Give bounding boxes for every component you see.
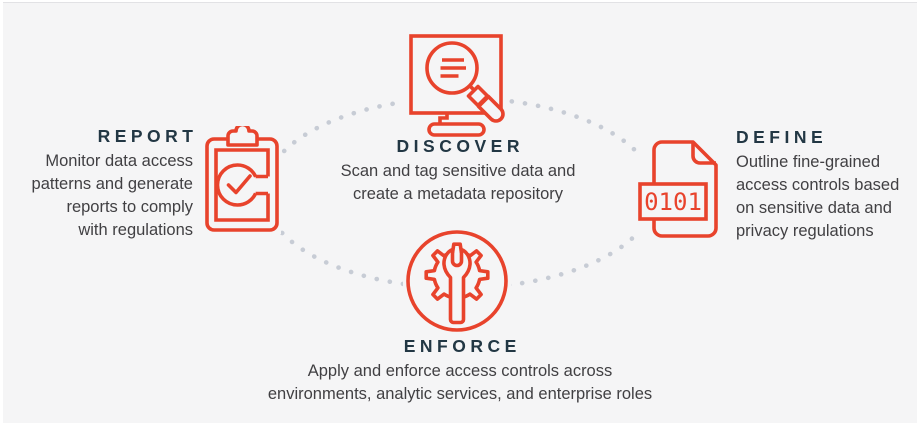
- stage-report-line: patterns and generate: [31, 175, 193, 194]
- stage-enforce-line: environments, analytic services, and ent…: [267, 385, 653, 404]
- stage-discover-line: Scan and tag sensitive data and: [340, 162, 576, 181]
- stage-report-line: Monitor data access: [45, 152, 193, 171]
- gear-wrench-icon: [403, 227, 511, 335]
- stage-discover: DISCOVER Scan and tag sensitive data and…: [308, 137, 608, 206]
- stage-define-title: DEFINE: [736, 127, 828, 147]
- stage-discover-title: DISCOVER: [396, 136, 524, 156]
- stage-report-line: reports to comply: [66, 198, 193, 217]
- stage-report-line: with regulations: [78, 221, 193, 240]
- clipboard-check-icon: [203, 126, 281, 234]
- stage-discover-line: create a metadata repository: [352, 185, 564, 204]
- stage-define-line: on sensitive data and: [736, 199, 892, 218]
- stage-define: DEFINE Outline fine-grained access contr…: [736, 128, 911, 243]
- stage-define-line: privacy regulations: [736, 222, 874, 241]
- stage-enforce-line: Apply and enforce access controls across: [307, 362, 613, 381]
- search-screen-icon: [401, 27, 509, 139]
- stage-report-title: REPORT: [97, 126, 198, 146]
- binary-file-label: 0101: [644, 188, 702, 216]
- stage-define-line: Outline fine-grained: [736, 153, 881, 172]
- stage-report: REPORT Monitor data access patterns and …: [8, 127, 193, 242]
- stage-enforce-title: ENFORCE: [403, 336, 521, 356]
- stage-enforce: ENFORCE Apply and enforce access control…: [230, 337, 690, 406]
- binary-file-icon: 0101: [638, 138, 722, 242]
- stage-define-line: access controls based: [736, 176, 900, 195]
